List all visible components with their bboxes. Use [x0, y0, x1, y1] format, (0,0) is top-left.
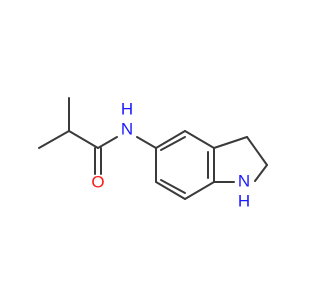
bond-n-ring: [136, 136, 157, 149]
structure-diagram: N H O N H: [38, 97, 268, 211]
molecule-canvas: N H O N H: [38, 97, 268, 211]
atom-n-amide: N H: [121, 100, 133, 139]
atom-label-layer: N H O N H: [91, 100, 250, 211]
atom-n-indoline-label: N: [238, 172, 250, 191]
bond-ch2-ch2: [246, 136, 268, 166]
atom-o-carbonyl-label: O: [91, 173, 104, 192]
bond-isopropyl-carbonyl: [68, 130, 99, 149]
atom-n-indoline: N H: [238, 172, 250, 211]
bond-ring-5: [155, 181, 186, 200]
bond-ch2-a: [213, 136, 248, 149]
bond-methyl-left: [38, 130, 70, 149]
bond-layer: [38, 97, 268, 200]
atom-n-amide-hydrogen: H: [121, 100, 133, 119]
atom-n-indoline-hydrogen: H: [238, 192, 250, 211]
bond-ring-1-inner: [160, 136, 186, 151]
bond-ring-1: [155, 130, 186, 149]
bond-ring-5-inner: [160, 179, 186, 194]
bond-ring-2: [184, 130, 215, 149]
bond-ch2-n: [254, 164, 268, 182]
bond-carbonyl-n: [97, 136, 118, 149]
bond-ring-4: [184, 181, 215, 200]
atom-n-amide-label: N: [121, 120, 133, 139]
atom-o-carbonyl: O: [91, 173, 104, 192]
